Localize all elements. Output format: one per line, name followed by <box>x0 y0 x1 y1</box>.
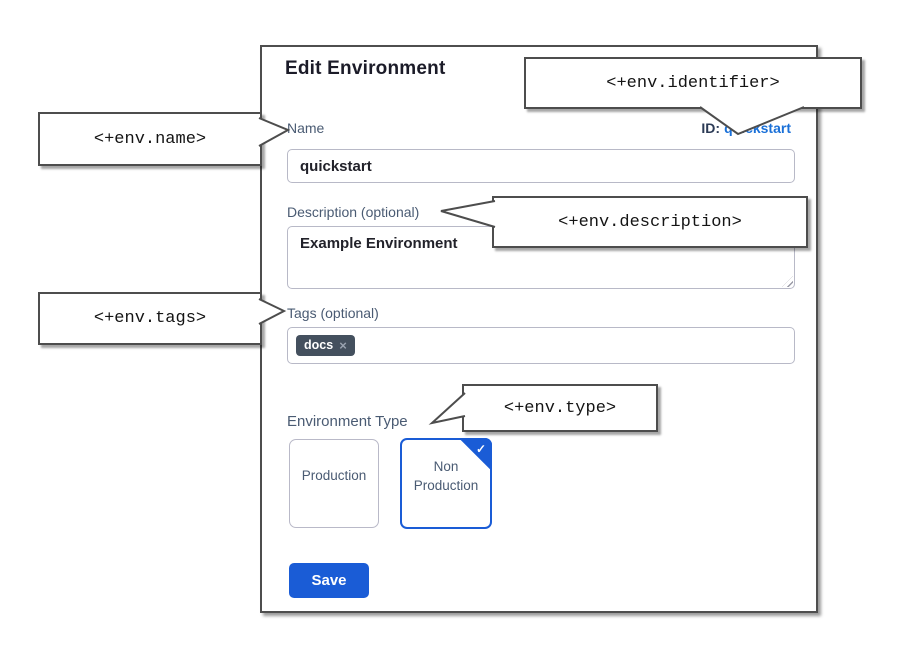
type-card-production[interactable]: Production <box>289 439 379 528</box>
callout-env-tags: <+env.tags> <box>38 292 262 345</box>
name-label: Name <box>287 120 325 136</box>
callout-env-description: <+env.description> <box>492 196 808 248</box>
callout-tail-type <box>428 392 466 425</box>
edit-environment-dialog: Edit Environment Name ID:quickstart Desc… <box>260 45 818 613</box>
callout-env-identifier: <+env.identifier> <box>524 57 862 109</box>
resize-handle-icon[interactable] <box>782 276 793 287</box>
check-icon: ✓ <box>475 442 486 456</box>
tag-chip: docs × <box>296 335 355 356</box>
callout-tail-name <box>258 117 291 147</box>
type-card-non-production-label: Non Production <box>413 459 479 493</box>
id-label: ID: <box>701 120 721 136</box>
environment-type-label: Environment Type <box>287 413 408 430</box>
tag-chip-label: docs <box>304 338 334 352</box>
name-input[interactable] <box>287 149 795 183</box>
dialog-title: Edit Environment <box>285 58 446 79</box>
tag-remove-icon[interactable]: × <box>339 337 347 353</box>
type-card-non-production[interactable]: ✓ Non Production <box>400 438 492 529</box>
description-label: Description (optional) <box>287 204 420 220</box>
callout-tail-identifier <box>699 106 805 136</box>
callout-env-name: <+env.name> <box>38 112 262 166</box>
callout-tail-description <box>440 200 496 228</box>
tags-label: Tags (optional) <box>287 305 379 321</box>
type-card-production-label: Production <box>301 468 367 484</box>
callout-tail-tags <box>258 298 287 325</box>
save-button[interactable]: Save <box>289 563 369 598</box>
callout-env-type: <+env.type> <box>462 384 658 432</box>
tags-input[interactable]: docs × <box>287 327 795 364</box>
